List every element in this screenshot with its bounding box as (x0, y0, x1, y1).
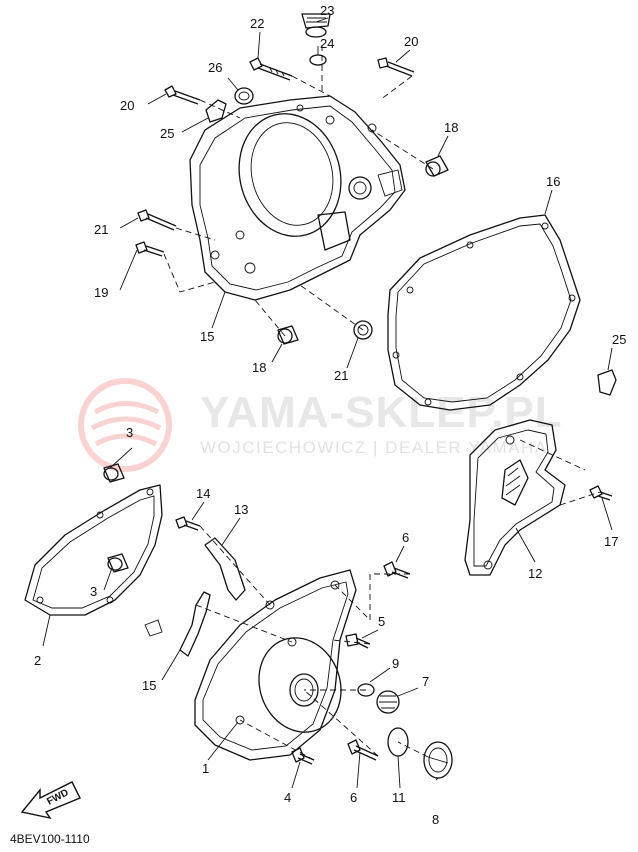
bracket-25-upper (205, 99, 227, 123)
gasket-2 (24, 484, 163, 616)
callout: 19 (94, 285, 108, 300)
callout: 22 (250, 16, 264, 31)
watermark: YAMA-SKLEP.PL WOJCIECHOWICZ | DEALER YAM… (78, 378, 563, 472)
bolt-6-bottom (347, 739, 379, 761)
bolt-20-left (164, 85, 201, 105)
callout: 18 (252, 360, 266, 375)
callout: 6 (350, 790, 357, 805)
crankcase-cover-lower (194, 569, 357, 761)
dowel-3-bottom (107, 553, 129, 573)
o-ring-23 (309, 54, 327, 66)
bracket-25-right (597, 369, 617, 396)
callout: 24 (320, 36, 334, 51)
assembly-lines (163, 45, 601, 761)
plug-7 (376, 690, 400, 714)
callout: 20 (404, 34, 418, 49)
sprocket-cover-14 (464, 419, 566, 576)
callout: 2 (34, 653, 41, 668)
callout: 21 (334, 368, 348, 383)
callout: 26 (208, 60, 222, 75)
callout: 16 (546, 174, 560, 189)
callout: 3 (126, 425, 133, 440)
dowel-18-bottom (277, 325, 299, 345)
screw-13 (144, 619, 163, 637)
callout: 23 (320, 3, 334, 18)
oil-filler-plug (301, 13, 331, 38)
callout: 20 (120, 98, 134, 113)
bolt-21-top (249, 57, 293, 81)
callout: 18 (444, 120, 458, 135)
callout: 9 (392, 656, 399, 671)
callout: 3 (90, 584, 97, 599)
watermark-title: YAMA-SKLEP.PL (200, 388, 563, 437)
callout: 15 (142, 678, 156, 693)
crankcase-cover-upper (189, 95, 406, 301)
callout: 8 (432, 812, 439, 827)
bolt-20-right (377, 57, 415, 77)
callout: 25 (612, 332, 626, 347)
plug-9 (423, 741, 453, 779)
diagram-code: 4BEV100-1110 (10, 832, 90, 846)
callout: 25 (160, 126, 174, 141)
watermark-subtitle: WOJCIECHOWICZ | DEALER YAMAHA (200, 438, 548, 457)
bolt-19 (135, 241, 165, 257)
leader-lines (42, 17, 613, 789)
oil-seal-24 (353, 320, 373, 340)
watermark-logo (78, 378, 172, 472)
callout: 21 (94, 222, 108, 237)
callout: 12 (528, 566, 542, 581)
clamp-13 (179, 591, 211, 657)
callout: 7 (422, 674, 429, 689)
callout: 14 (196, 486, 210, 501)
oil-seal-26 (234, 87, 254, 105)
callout: 1 (202, 761, 209, 776)
callouts: 22 23 24 20 26 20 25 18 16 21 19 15 18 2… (34, 3, 626, 827)
callout: 11 (392, 790, 406, 805)
gasket-17 (387, 214, 581, 411)
o-ring-8 (357, 683, 375, 697)
callout: 17 (604, 534, 618, 549)
fwd-arrow-icon: FWD (20, 781, 81, 820)
bolt-12 (175, 516, 201, 531)
callout: 5 (378, 614, 385, 629)
bracket-11 (204, 537, 246, 601)
callout: 15 (200, 329, 214, 344)
callout: 6 (402, 530, 409, 545)
callout: 13 (234, 502, 248, 517)
bolt-21-left (137, 209, 177, 231)
bolt-15 (589, 485, 613, 501)
bolt-6-top (383, 561, 411, 579)
dowel-18-top (425, 155, 449, 177)
callout: 4 (284, 790, 291, 805)
